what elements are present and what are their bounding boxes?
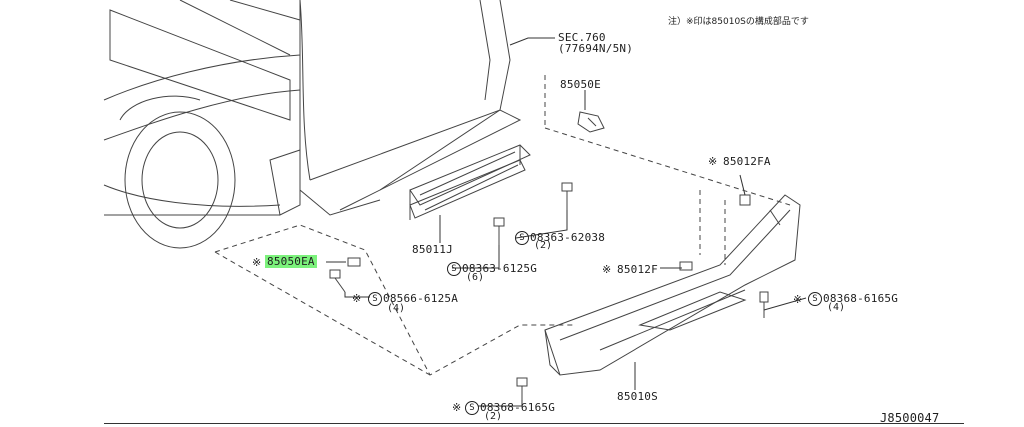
s-mark-icon: S xyxy=(368,292,382,306)
bottom-rule xyxy=(104,423,964,424)
part-label-08363-62038: 08363-62038 xyxy=(530,231,606,244)
qty-08566-6125a: (4) xyxy=(387,303,406,314)
leader-lines xyxy=(326,37,807,407)
star-mark: ※ xyxy=(452,401,462,414)
part-label-85050ea: 85050EA xyxy=(265,255,317,268)
s-mark-icon: S xyxy=(515,231,529,245)
part-label-08566-6125a: 08566-6125A xyxy=(383,292,459,305)
component-note: 注）※印は85010Sの構成部品です xyxy=(668,17,809,27)
sec-reference: SEC.760 xyxy=(558,31,606,44)
qty-08368-6165g-bottom: (2) xyxy=(484,411,503,422)
star-mark: ※ xyxy=(793,293,803,306)
rear-bumper xyxy=(544,194,801,376)
star-mark: ※ xyxy=(708,155,718,168)
star-mark: ※ xyxy=(252,256,262,269)
sec-reference-part: (77694N/5N) xyxy=(558,42,634,55)
bracket-85050e xyxy=(577,111,605,133)
part-label-85011j: 85011J xyxy=(412,243,453,256)
qty-08363-62038: (2) xyxy=(534,240,553,251)
part-label-08363-6125g: 08363-6125G xyxy=(462,262,538,275)
part-label-85010s: 85010S xyxy=(617,390,658,403)
step-bracket xyxy=(409,144,531,220)
rear-wheel xyxy=(119,95,236,249)
s-mark-icon: S xyxy=(447,262,461,276)
van-body xyxy=(103,0,522,216)
drawing-id: J8500047 xyxy=(880,411,940,425)
qty-08363-6125g: (6) xyxy=(466,272,485,283)
assembly-boundaries xyxy=(214,75,791,376)
qty-08368-6165g-right: (4) xyxy=(827,302,846,313)
part-label-85012f: 85012F xyxy=(617,263,658,276)
s-mark-icon: S xyxy=(465,401,479,415)
part-label-08368-6165g-bottom: 08368-6165G xyxy=(480,401,556,414)
part-label-08368-6165g-right: 08368-6165G xyxy=(823,292,899,305)
fasteners xyxy=(329,182,769,400)
star-mark: ※ xyxy=(352,292,362,305)
part-label-85012fa: 85012FA xyxy=(723,155,771,168)
part-label-85050e: 85050E xyxy=(560,78,601,91)
star-mark: ※ xyxy=(602,263,612,276)
highlighted-part-number: 85050EA xyxy=(265,255,317,268)
s-mark-icon: S xyxy=(808,292,822,306)
